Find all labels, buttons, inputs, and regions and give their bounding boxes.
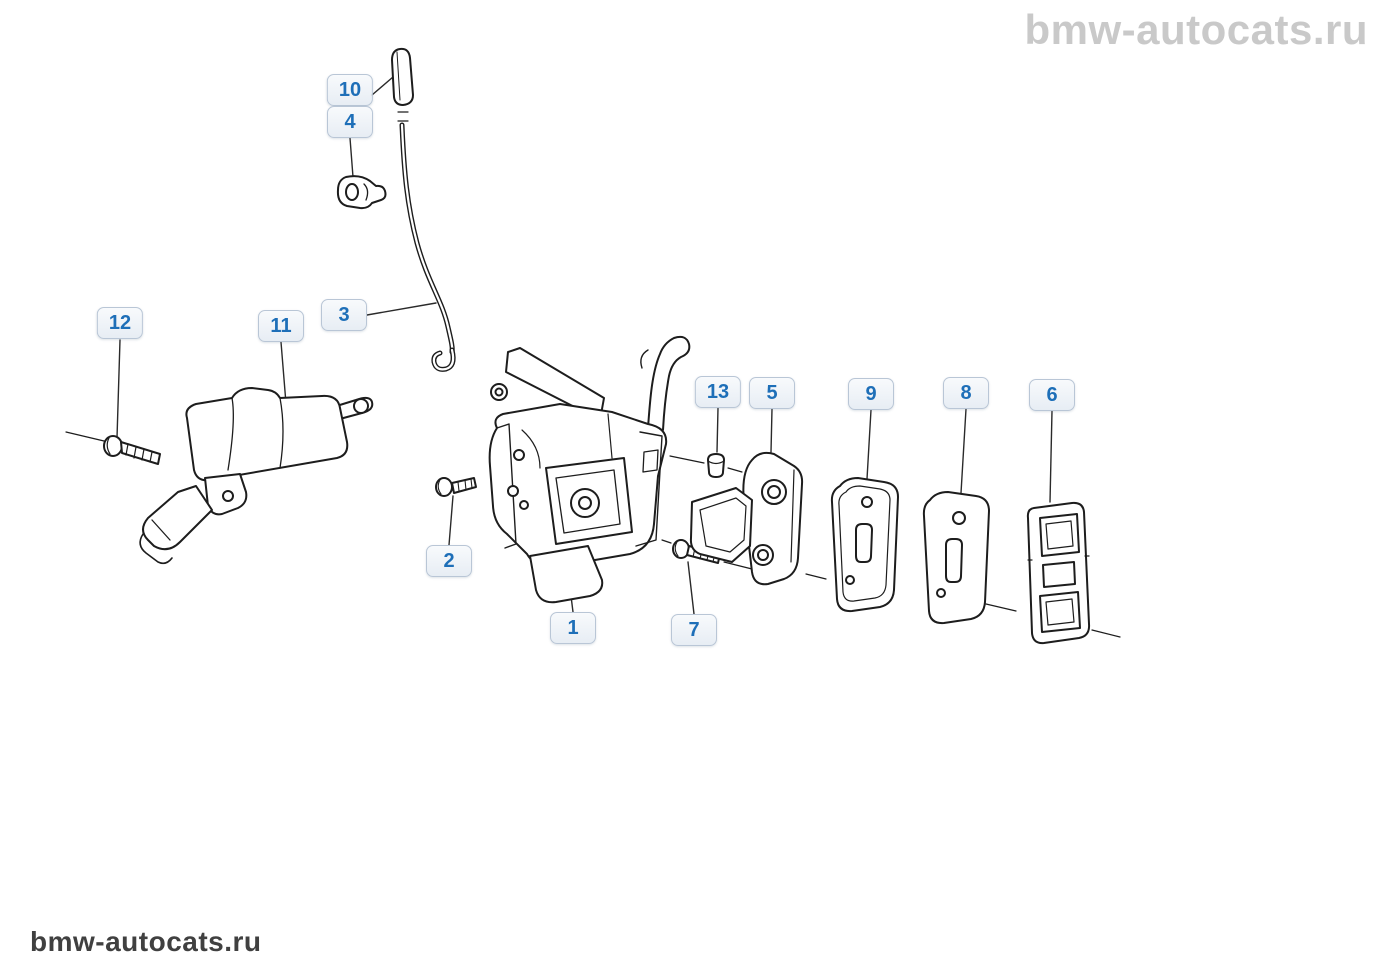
callout-part-6: 6 xyxy=(1029,379,1075,411)
part-2-screw-drawing xyxy=(435,477,477,497)
callout-part-10: 10 xyxy=(326,74,374,106)
axis-lines xyxy=(661,455,1121,638)
callout-part-3: 3 xyxy=(321,299,367,331)
callout-part-13: 13 xyxy=(694,376,742,408)
part-13-grommet-drawing xyxy=(707,453,725,478)
callout-part-5: 5 xyxy=(749,377,795,409)
watermark-bottom-left: bmw-autocats.ru xyxy=(30,926,262,957)
callout-part-7: 7 xyxy=(671,614,717,646)
part-5-striker-drawing xyxy=(689,451,804,586)
callout-part-12: 12 xyxy=(96,307,144,339)
callout-part-2: 2 xyxy=(426,545,472,577)
part-10-lock-knob-drawing xyxy=(391,47,414,106)
part-8-plate-drawing xyxy=(922,491,990,625)
callout-part-11: 11 xyxy=(258,310,304,342)
part-11-actuator-drawing xyxy=(139,387,374,565)
callout-part-8: 8 xyxy=(943,377,989,409)
leader-lines xyxy=(116,76,1053,615)
part-4-rod-clip-drawing xyxy=(336,175,387,210)
part-3-operating-rod-drawing xyxy=(397,111,456,372)
callout-part-1: 1 xyxy=(550,612,596,644)
part-1-lock-assembly-drawing xyxy=(488,335,691,604)
part-12-screw-drawing xyxy=(65,431,161,465)
callout-part-9: 9 xyxy=(848,378,894,410)
part-6-retainer-drawing xyxy=(1026,501,1091,645)
part-9-gasket-drawing xyxy=(830,477,899,613)
callout-part-4: 4 xyxy=(327,106,373,138)
watermark-top-right: bmw-autocats.ru xyxy=(1024,6,1368,53)
